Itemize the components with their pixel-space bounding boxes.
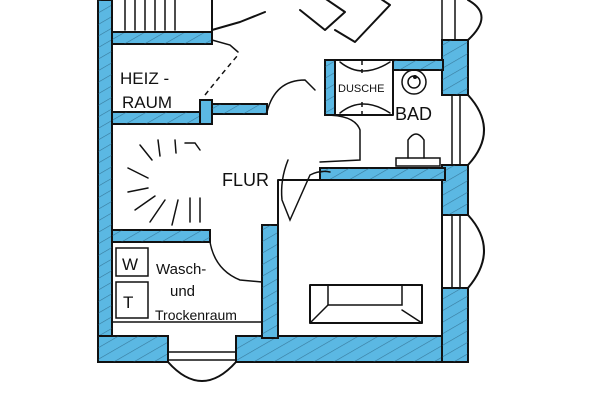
heizraum-label-1: HEIZ - [120,69,169,88]
flur-stairs [127,139,201,226]
top-furniture [211,0,391,43]
room-dusche: DUSCHE [334,59,394,116]
wasch-label-2: und [170,283,195,300]
washer-label: W [122,255,138,274]
top-stairs [111,0,213,33]
room-wasch-trockenraum: W T Wasch- und Trockenraum [111,247,263,323]
room-heizraum: HEIZ - RAUM [120,69,172,112]
room-living [277,179,443,337]
washer [115,247,149,277]
bad-label: BAD [395,104,432,124]
interior-walls [111,31,446,339]
wasch-label-1: Wasch- [156,261,206,278]
dryer-label: T [123,293,133,312]
door-swings [167,0,485,382]
sofa-icon [309,284,423,324]
dryer [115,281,149,319]
flur-label: FLUR [222,170,269,190]
room-flur: FLUR [222,170,269,190]
dusche-label: DUSCHE [338,83,384,95]
room-bad: BAD [395,69,441,167]
wasch-label-3: Trockenraum [155,307,237,323]
heizraum-label-2: RAUM [122,93,172,112]
